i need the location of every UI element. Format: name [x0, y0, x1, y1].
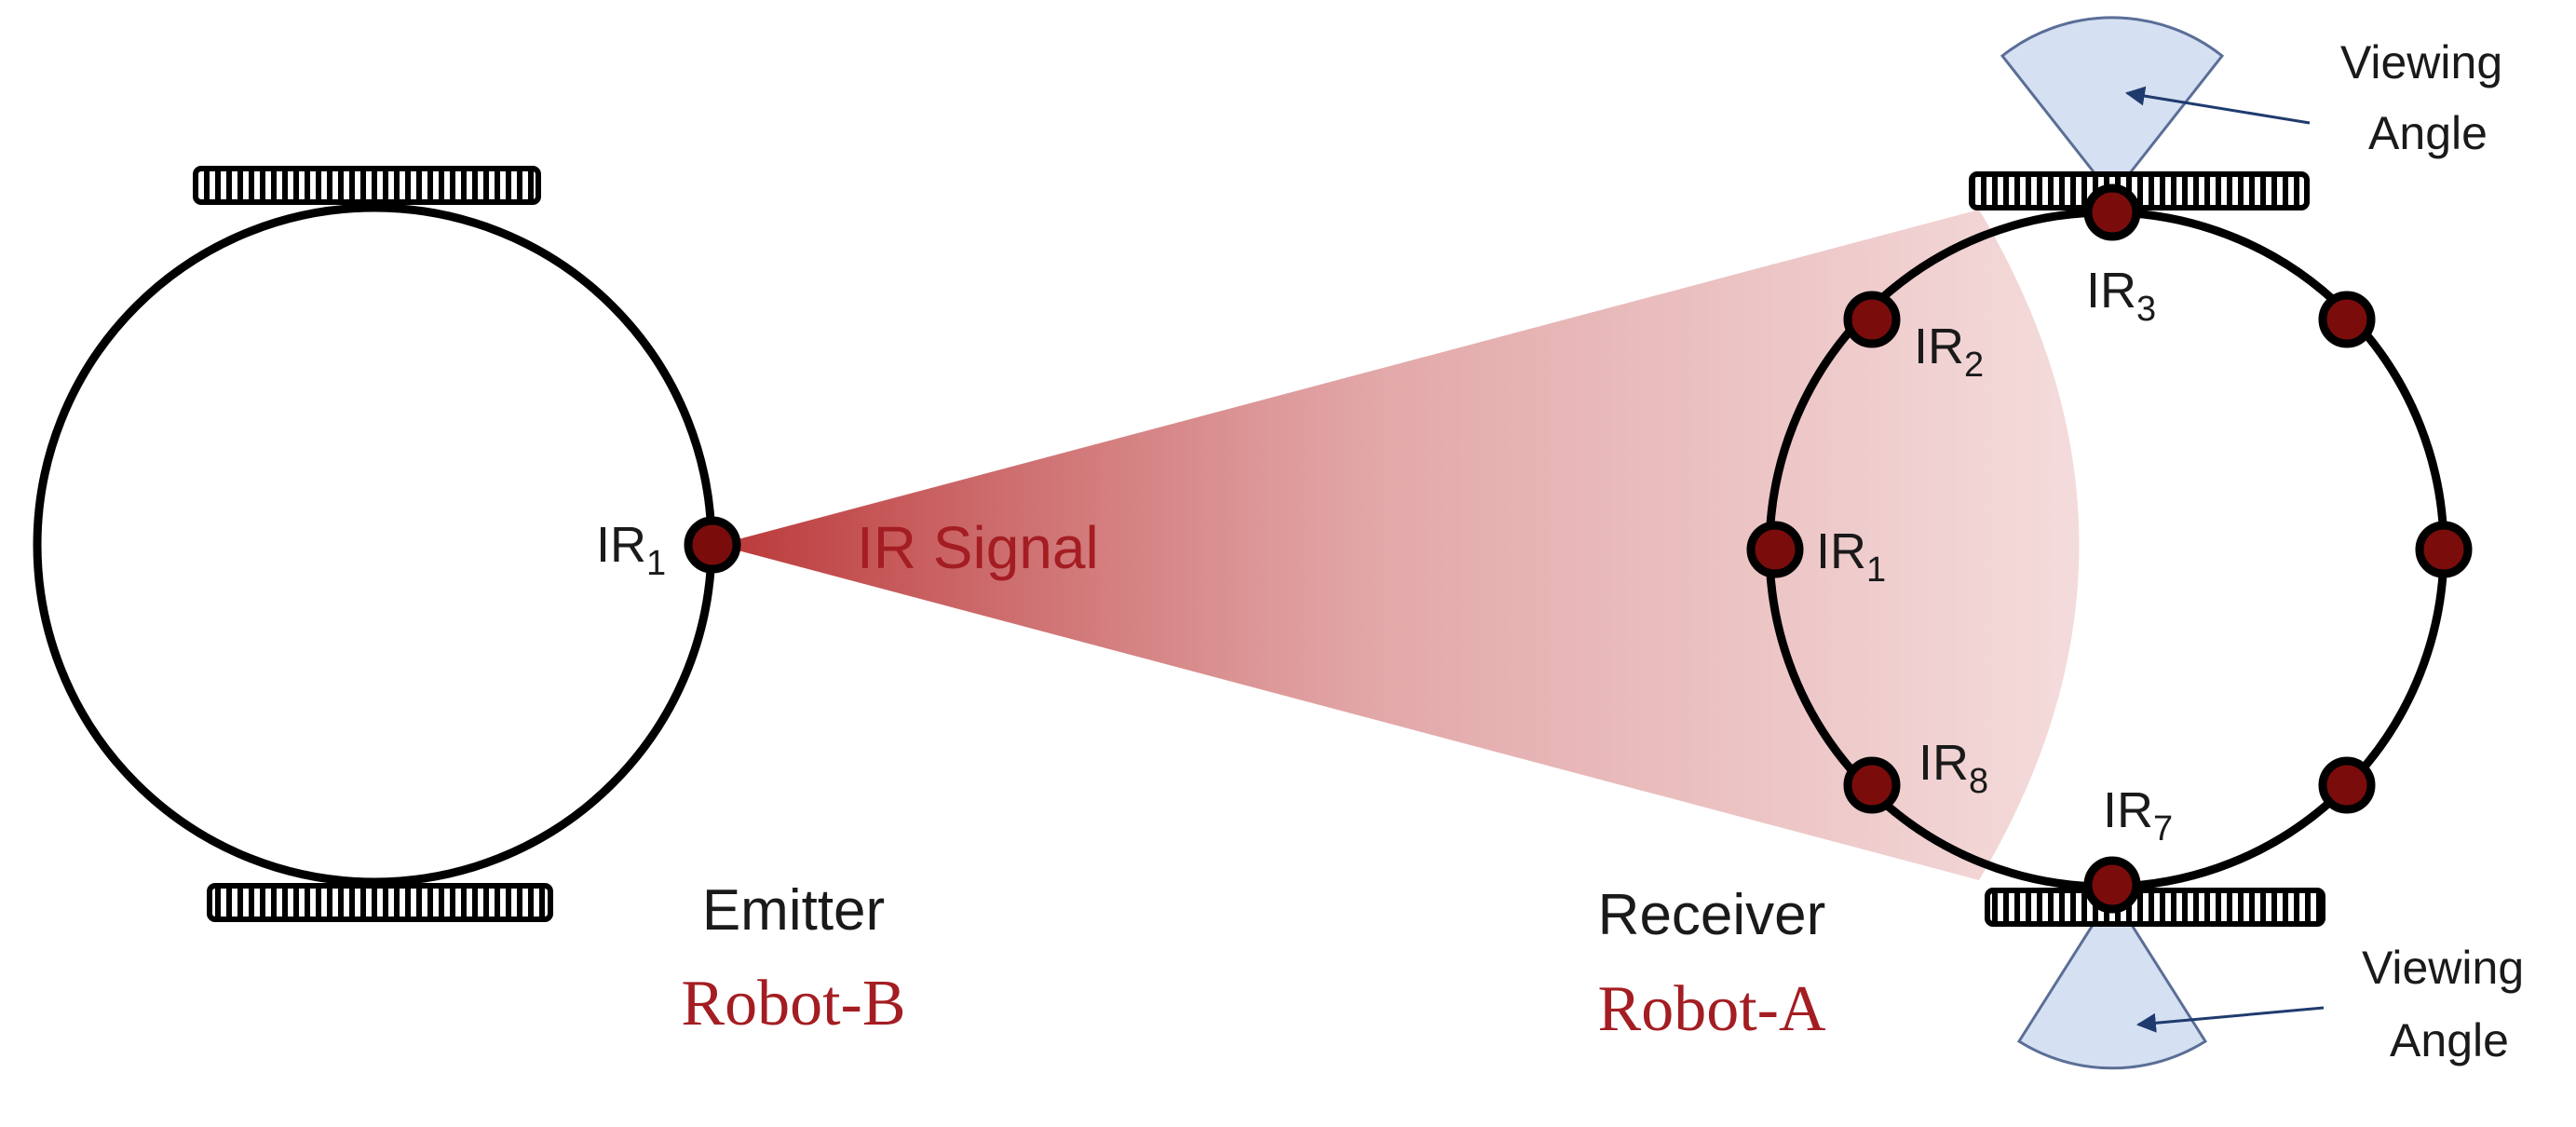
receiver-ir2-sensor — [1843, 291, 1901, 348]
emitter-ir-label: IR1 — [596, 517, 666, 583]
emitter-top-wheel — [193, 166, 541, 205]
receiver-ir1-sensor — [1746, 521, 1804, 578]
emitter-ir-sensor — [684, 516, 741, 574]
emitter-role-label: Emitter — [702, 878, 885, 943]
emitter-bottom-wheel — [207, 883, 553, 922]
emitter-robot-name: Robot-B — [681, 968, 905, 1039]
receiver-bottom-wheel — [1985, 888, 2325, 927]
receiver-ir6-sensor — [2318, 756, 2376, 814]
receiver-top-wheel — [1969, 171, 2310, 210]
receiver-ir5-sensor — [2415, 521, 2473, 578]
top-viewing-angle-label: Viewing Angle — [2340, 36, 2515, 159]
receiver-ir8-label: IR8 — [1918, 735, 1988, 801]
bottom-viewing-angle-cone — [2016, 891, 2208, 1070]
receiver-robot-name: Robot-A — [1598, 973, 1826, 1045]
top-viewing-angle-arrow — [2124, 86, 2311, 125]
receiver-ir4-sensor — [2318, 291, 2376, 348]
receiver-ir7-sensor — [2083, 856, 2141, 914]
top-viewing-angle-cone — [2000, 16, 2225, 198]
receiver-ir3-label: IR3 — [2086, 263, 2156, 329]
receiver-ir2-label: IR2 — [1914, 319, 1984, 385]
bottom-viewing-angle-label: Viewing Angle — [2362, 942, 2537, 1066]
receiver-ir3-sensor — [2083, 183, 2141, 241]
receiver-ir8-sensor — [1843, 756, 1901, 814]
receiver-ir7-label: IR7 — [2103, 782, 2173, 849]
receiver-role-label: Receiver — [1598, 883, 1826, 947]
emitter-robot: IR1 — [33, 166, 741, 922]
ir-signal-beam — [717, 210, 2080, 880]
bottom-viewing-angle-arrow — [2135, 1006, 2325, 1033]
ir-signal-label: IR Signal — [857, 514, 1099, 581]
receiver-robot: IR3 IR2 IR1 IR8 IR7 Viewing Angle Viewin… — [1746, 16, 2537, 1070]
receiver-ir1-label: IR1 — [1816, 523, 1886, 590]
